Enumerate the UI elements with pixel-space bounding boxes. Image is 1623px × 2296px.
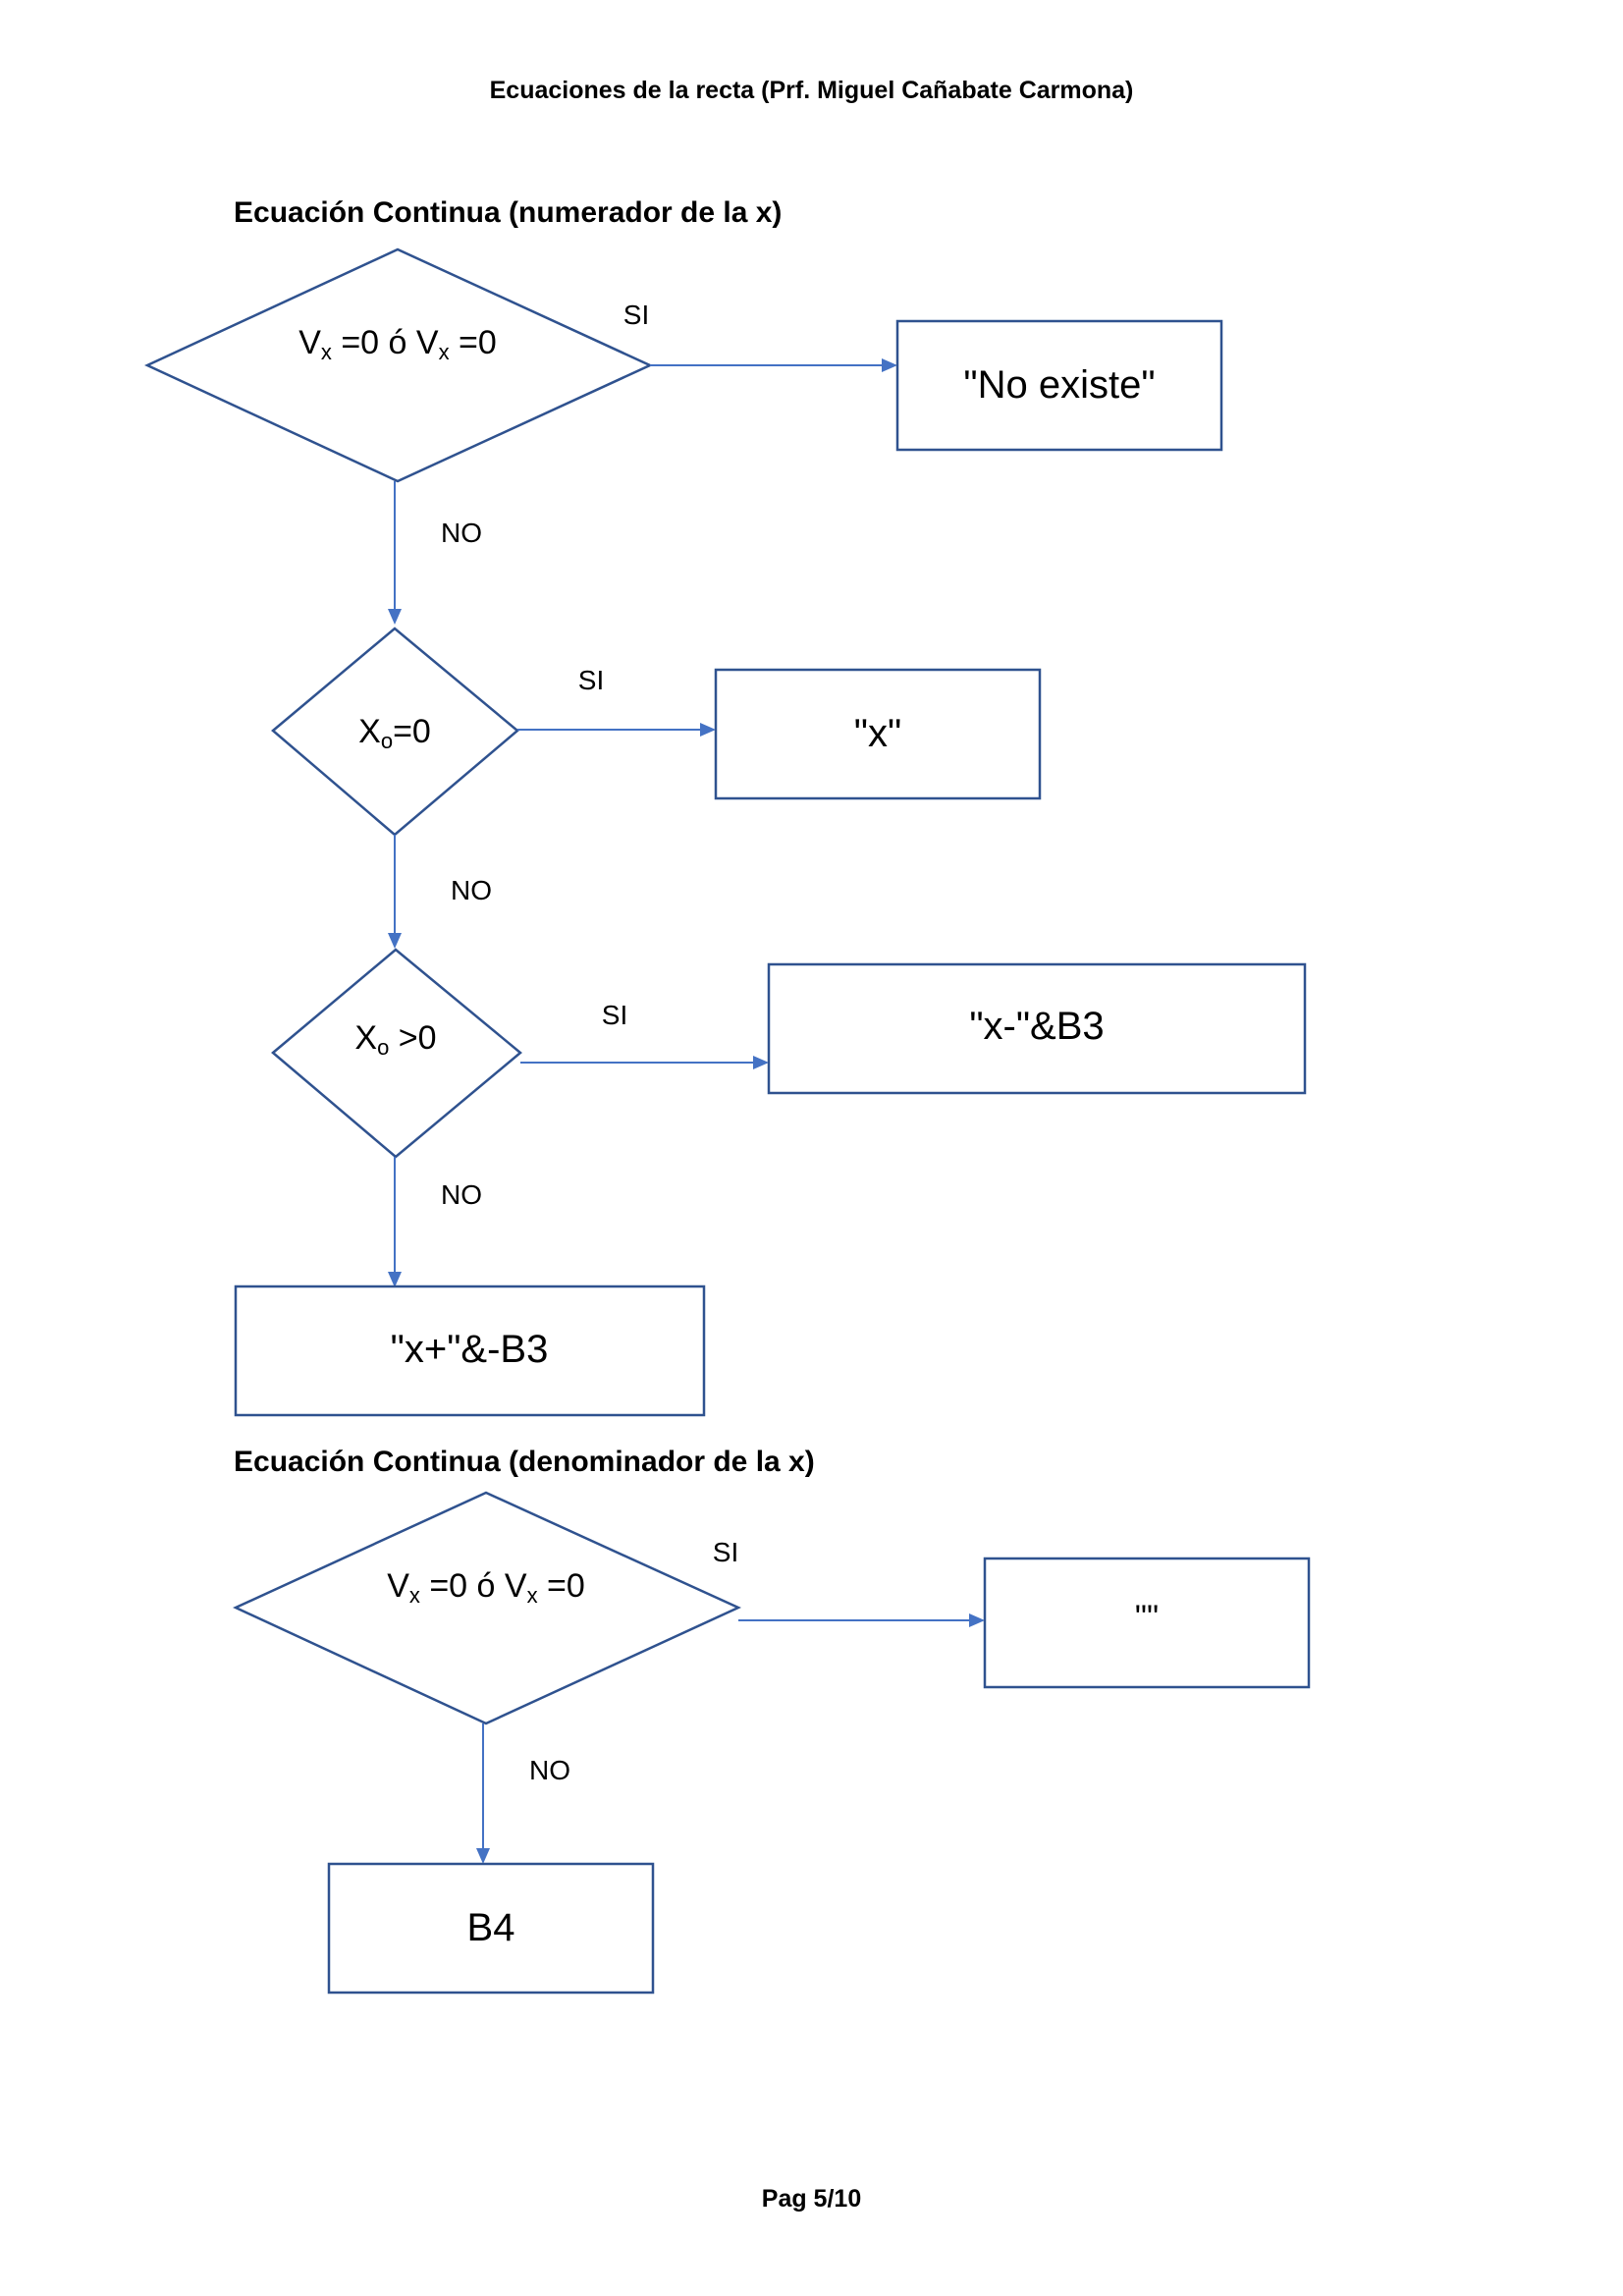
result-b4-box [327,1862,655,1995]
decision-xo-positive [271,948,522,1159]
arrow-head [388,609,402,625]
result-x-text: "x" [854,712,901,755]
yes-label: SI [578,665,604,695]
denominator-section-title: Ecuación Continua (denominador de la x) [234,1446,815,1478]
no-label: NO [441,1179,482,1210]
page-header: Ecuaciones de la recta (Prf. Miguel Caña… [489,77,1134,104]
arrow-head [476,1848,490,1864]
result-no-existe-box [895,319,1223,452]
result-x-plus-b3-box [234,1285,706,1417]
result-x-box [714,668,1042,800]
arrow-head [388,1272,402,1287]
decision-xo-positive-label: Xo >0 [354,1019,436,1060]
result-empty-box [983,1557,1311,1689]
result-x-minus-b3-box [767,962,1307,1095]
denominator-decision-vx-zero [233,1491,742,1725]
arrow-head [969,1613,985,1627]
result-no-existe-text: "No existe" [963,363,1155,407]
yes-label: SI [623,300,649,330]
arrow-head [753,1056,769,1069]
yes-label: SI [713,1537,738,1567]
no-label: NO [441,518,482,548]
arrow-head [388,933,402,949]
result-x-plus-b3-text: "x+"&-B3 [391,1328,549,1371]
numerator-section-title: Ecuación Continua (numerador de la x) [234,196,783,229]
arrow-head [700,723,716,737]
decision-xo-zero-label: Xo=0 [358,713,431,753]
page-number: Pag 5/10 [761,2185,862,2213]
no-label: NO [451,875,492,905]
result-b4-text: B4 [467,1906,515,1949]
no-label: NO [529,1755,570,1785]
decision-vx-zero-label: Vx =0 ó Vx =0 [298,324,497,364]
yes-label: SI [602,1000,627,1030]
result-empty-text: "" [1135,1599,1159,1636]
decision-vx-zero [144,247,653,483]
result-x-minus-b3-text: "x-"&B3 [969,1005,1104,1048]
arrow-head [882,358,897,372]
denominator-decision-label: Vx =0 ó Vx =0 [387,1567,585,1608]
